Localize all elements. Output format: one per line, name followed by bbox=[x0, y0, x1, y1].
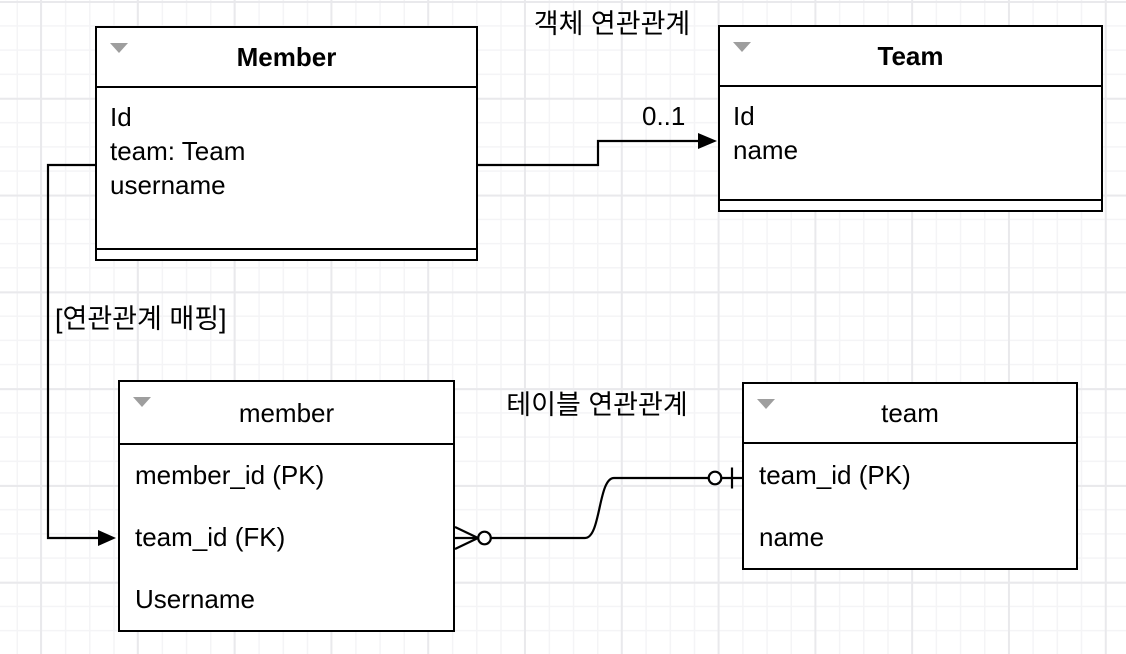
team-table-title: team bbox=[881, 398, 939, 428]
member-class-methods-compartment bbox=[97, 248, 476, 259]
field-username: username bbox=[110, 170, 226, 200]
mapping-line bbox=[46, 163, 99, 540]
collapse-triangle-icon[interactable] bbox=[757, 399, 775, 409]
team-table-box[interactable]: team team_id (PK) name bbox=[742, 382, 1078, 570]
object-association-line bbox=[478, 139, 701, 167]
table-relation-label: 테이블 연관관계 bbox=[506, 390, 688, 420]
member-class-title: Member bbox=[236, 42, 337, 72]
object-relation-label: 객체 연관관계 bbox=[533, 9, 691, 39]
table-row: team_id (PK) bbox=[759, 459, 911, 490]
team-table-rows: team_id (PK) name bbox=[744, 444, 1076, 568]
member-table-title: member bbox=[238, 397, 335, 428]
arrowhead-icon bbox=[698, 133, 717, 149]
field-id: Id bbox=[733, 101, 755, 131]
member-table-box[interactable]: member member_id (PK) team_id (FK) Usern… bbox=[118, 380, 455, 632]
table-row: team_id (FK) bbox=[135, 522, 286, 552]
team-table-header: team bbox=[744, 384, 1076, 444]
table-row: member_id (PK) bbox=[135, 460, 325, 491]
team-class-methods-compartment bbox=[720, 199, 1101, 210]
field-id: Id bbox=[110, 102, 132, 132]
crow-foot-many-icon bbox=[454, 526, 492, 550]
team-class-box[interactable]: Team Id name bbox=[718, 25, 1103, 212]
field-name: name bbox=[733, 135, 799, 165]
table-association-line bbox=[490, 476, 709, 540]
team-class-title: Team bbox=[877, 41, 944, 71]
table-row: Username bbox=[135, 583, 255, 614]
mapping-note-label: [연관관계 매핑] bbox=[55, 304, 227, 334]
arrowhead-icon bbox=[98, 530, 116, 546]
collapse-triangle-icon[interactable] bbox=[733, 42, 751, 52]
field-team: team: Team bbox=[110, 136, 246, 166]
zero-or-one-icon bbox=[707, 467, 742, 489]
table-row: name bbox=[759, 521, 825, 552]
collapse-triangle-icon[interactable] bbox=[133, 397, 151, 407]
collapse-triangle-icon[interactable] bbox=[110, 43, 128, 53]
member-class-fields: Id team: Team username bbox=[97, 88, 476, 248]
member-table-rows: member_id (PK) team_id (FK) Username bbox=[120, 445, 453, 630]
team-class-header: Team bbox=[720, 27, 1101, 87]
member-class-box[interactable]: Member Id team: Team username bbox=[95, 26, 478, 261]
team-class-fields: Id name bbox=[720, 87, 1101, 199]
table-association-edge bbox=[454, 467, 742, 550]
member-table-header: member bbox=[120, 382, 453, 445]
object-association-edge bbox=[478, 133, 717, 167]
multiplicity-label: 0..1 bbox=[642, 101, 686, 131]
member-class-header: Member bbox=[97, 28, 476, 88]
